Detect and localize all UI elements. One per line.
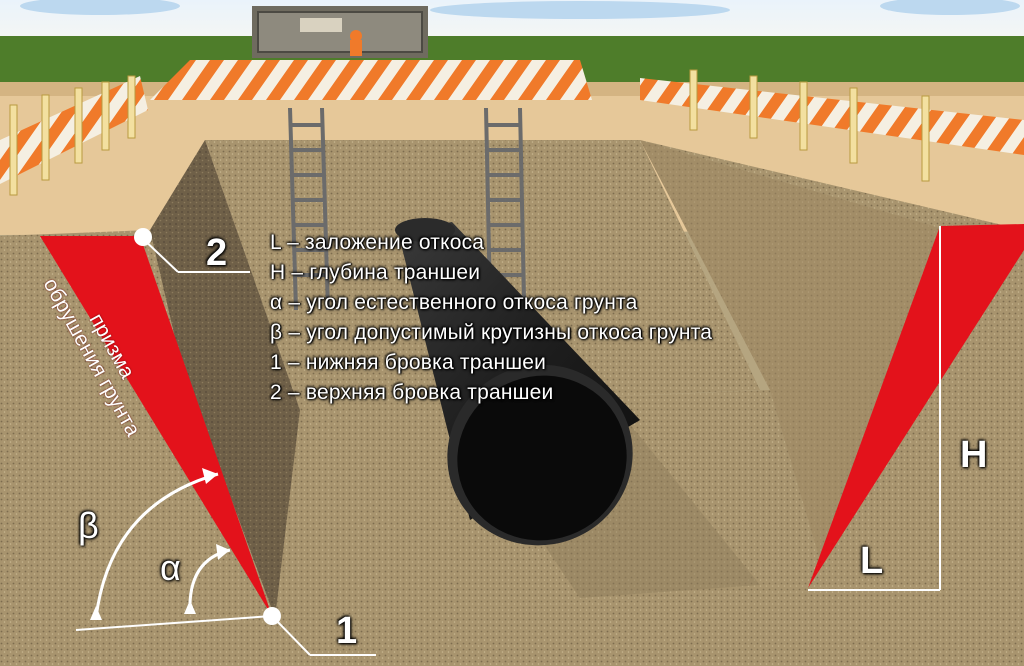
pipe-body-back bbox=[395, 218, 455, 242]
point-2-marker bbox=[134, 228, 152, 246]
pipe-opening bbox=[457, 375, 627, 541]
legend-item-H: H – глубина траншеи bbox=[270, 261, 481, 284]
point-1-marker bbox=[263, 607, 281, 625]
barrier-left bbox=[0, 76, 148, 184]
ladder-left bbox=[288, 107, 330, 311]
angle-arrowheads bbox=[90, 468, 230, 620]
legend-item-1: 1 – нижняя бровка траншеи bbox=[270, 351, 547, 374]
label-point-1: 1 bbox=[336, 610, 358, 652]
cloud bbox=[20, 0, 180, 15]
barrier-posts bbox=[9, 69, 930, 196]
label-beta: β bbox=[78, 505, 99, 546]
cloud bbox=[430, 1, 730, 19]
prism-left bbox=[40, 236, 272, 616]
barrier-back bbox=[150, 60, 592, 100]
legend-item-alpha: α – угол естественного откоса грунта bbox=[270, 291, 638, 314]
soil-section-right bbox=[820, 226, 1024, 666]
label-point-2: 2 bbox=[206, 232, 228, 274]
trench-left-wall bbox=[150, 140, 300, 618]
label-depth-H: H bbox=[960, 434, 988, 476]
cloud bbox=[880, 0, 1020, 15]
label-alpha: α bbox=[160, 547, 181, 588]
legend-item-beta: β – угол допустимый крутизны откоса грун… bbox=[270, 321, 713, 344]
dimension-lines bbox=[75, 226, 941, 656]
legend: L – заложение откоса H – глубина траншеи… bbox=[270, 228, 712, 408]
label-run-L: L bbox=[860, 540, 884, 582]
legend-item-2: 2 – верхняя бровка траншеи bbox=[270, 381, 554, 404]
soil-section-bottom bbox=[0, 590, 1024, 666]
legend-item-L: L – заложение откоса bbox=[270, 231, 485, 254]
prism-right bbox=[808, 224, 1024, 588]
soil-section-left bbox=[0, 230, 275, 640]
